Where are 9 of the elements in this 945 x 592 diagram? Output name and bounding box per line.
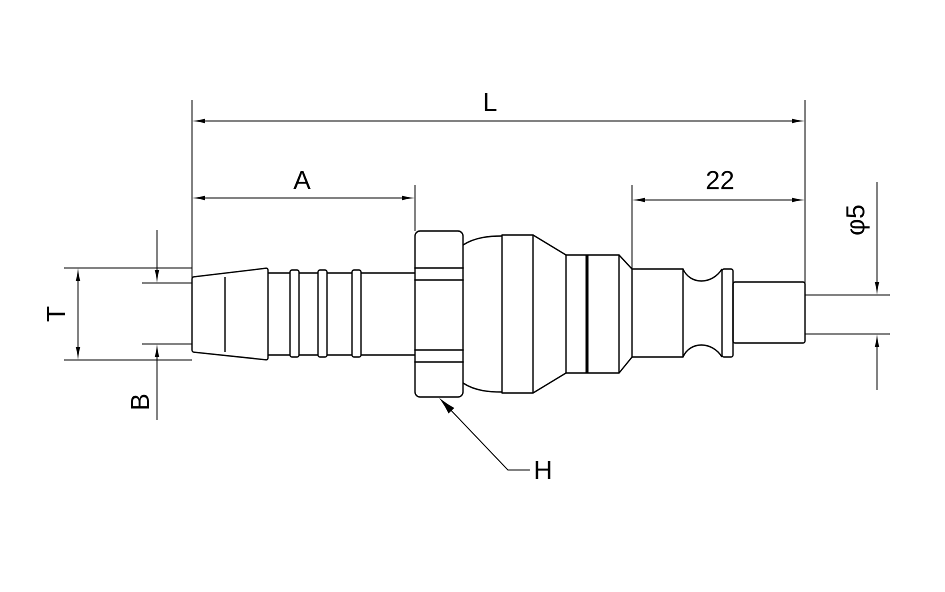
dimension-label: 22 xyxy=(706,170,734,190)
dimension-label: L xyxy=(484,93,496,111)
part-label: H xyxy=(536,461,550,479)
dimension-label: φ5 xyxy=(846,205,870,235)
dimension-label: T xyxy=(47,306,65,322)
leader-line xyxy=(440,400,530,470)
dimension-label: A xyxy=(293,171,311,189)
hex-nut-drawing xyxy=(414,230,464,398)
dimension-label: B xyxy=(131,394,149,409)
